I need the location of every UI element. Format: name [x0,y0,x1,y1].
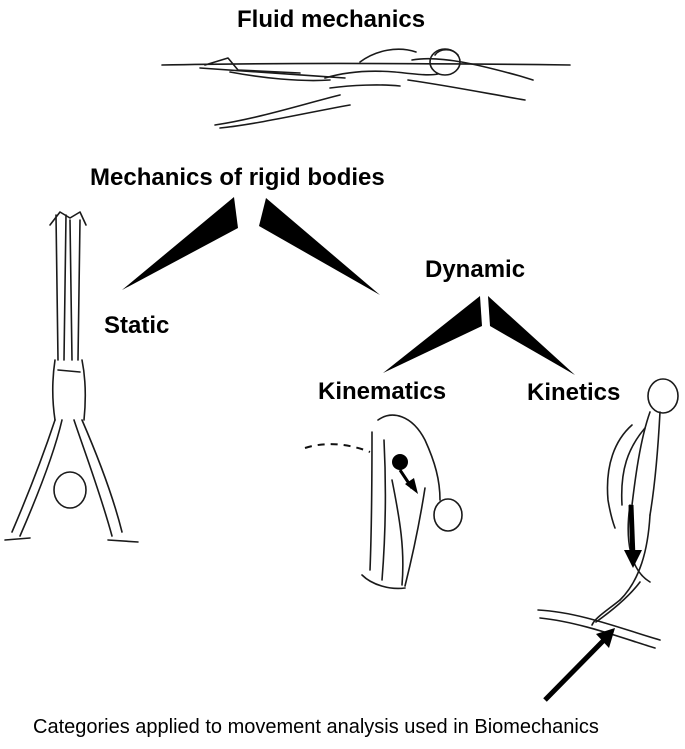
diver-illustration [304,414,463,590]
branch-wedge-dynamic [259,198,380,295]
label-dynamic: Dynamic [425,256,526,283]
branch-connectors [122,197,575,375]
label-static: Static [104,312,170,339]
force-arrow-icon [628,504,636,559]
label-kinematics: Kinematics [318,378,447,405]
handstand-illustration [4,211,139,543]
label-fluid-mechanics: Fluid mechanics [237,6,426,33]
label-kinetics: Kinetics [527,379,621,406]
springboard-diver-illustration [537,378,679,702]
branch-wedge-kinetics [488,296,575,375]
swimmer-illustration [161,48,571,129]
figure-caption: Categories applied to movement analysis … [33,716,599,738]
branch-wedge-static [122,197,238,290]
branch-wedge-kinematics [383,296,482,373]
label-mechanics-of-rigid-bodies: Mechanics of rigid bodies [90,164,385,191]
